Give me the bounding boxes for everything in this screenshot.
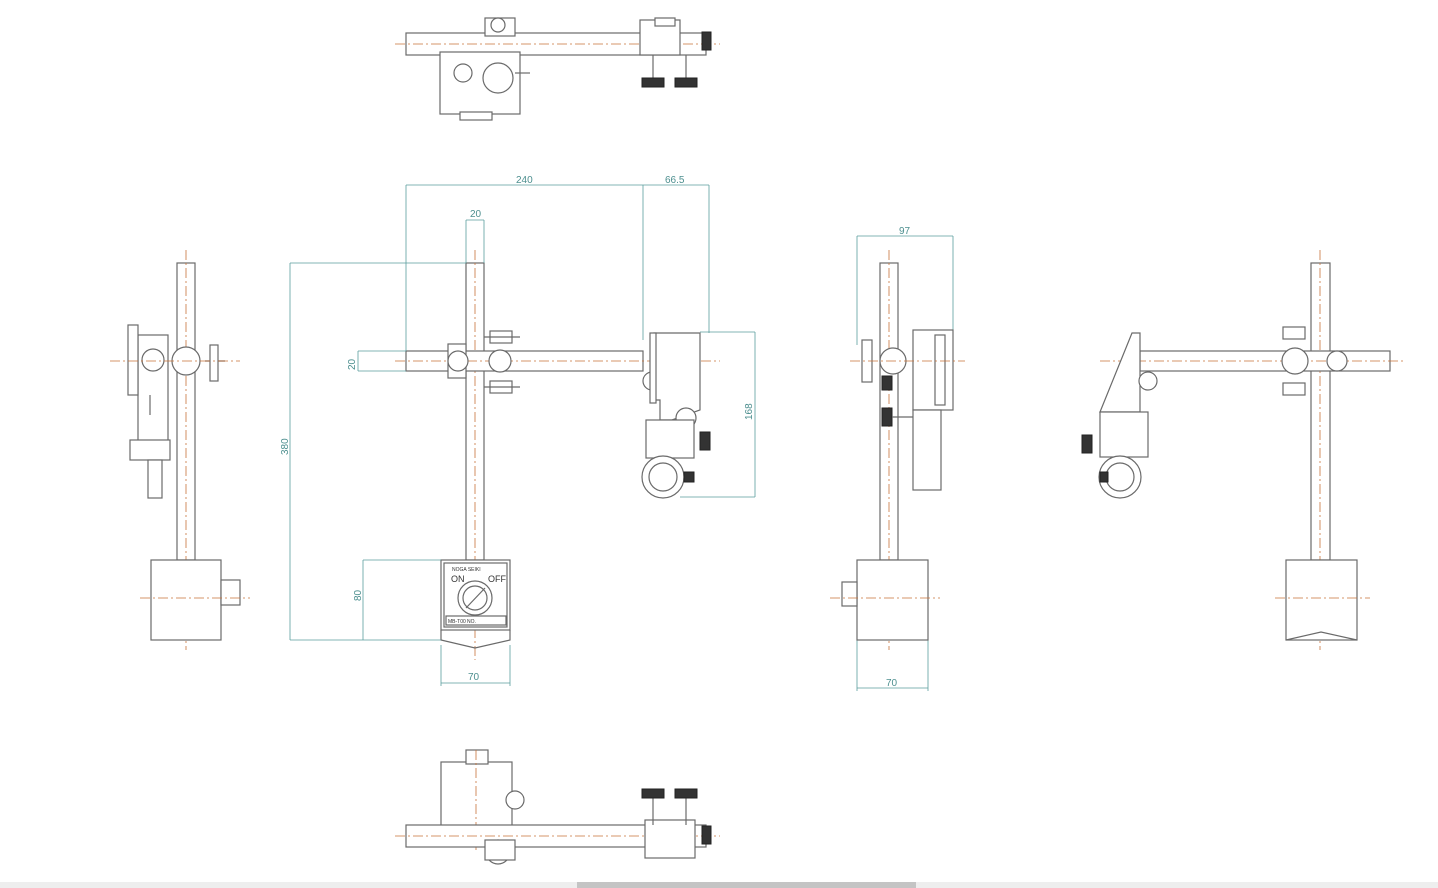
model-label: MB-T00 (448, 619, 466, 625)
dim-base-height: 80 (353, 589, 364, 601)
scrollbar-thumb[interactable] (577, 882, 916, 888)
knob-icon (881, 375, 893, 391)
knob-icon (641, 788, 665, 799)
knob-icon (881, 407, 893, 427)
off-label: OFF (488, 574, 506, 584)
serial-label: NO. (467, 619, 476, 625)
dim-base-width-side: 70 (886, 678, 898, 689)
knob-icon (674, 77, 698, 88)
bottom-view (395, 749, 720, 865)
knob-icon (641, 77, 665, 88)
knob-icon (1099, 471, 1109, 483)
dim-holder-height: 168 (744, 403, 755, 420)
dim-side-depth: 97 (899, 226, 911, 237)
horizontal-scrollbar[interactable] (0, 882, 1438, 888)
right-side-view (830, 250, 965, 650)
knob-icon (699, 431, 711, 451)
front-view: NOGA SEIKI ON OFF MB-T00 NO. (395, 250, 720, 660)
dim-holder-offset: 66.5 (665, 175, 685, 186)
brand-label: NOGA SEIKI (452, 567, 481, 573)
dim-post-diameter: 20 (470, 209, 482, 220)
top-view (395, 17, 720, 121)
knob-icon (674, 788, 698, 799)
knob-icon (701, 825, 712, 845)
dim-base-width-front: 70 (468, 672, 480, 683)
knob-icon (1081, 434, 1093, 454)
left-side-view (110, 250, 250, 650)
knob-icon (701, 31, 712, 51)
on-label: ON (451, 574, 465, 584)
dimensions: 240 66.5 20 380 20 80 70 168 97 70 (280, 175, 954, 691)
rear-view (1081, 250, 1405, 650)
dim-arm-diameter: 20 (347, 358, 358, 370)
knob-icon (683, 471, 695, 483)
dim-total-height: 380 (280, 438, 291, 455)
dim-arm-length: 240 (516, 175, 533, 186)
